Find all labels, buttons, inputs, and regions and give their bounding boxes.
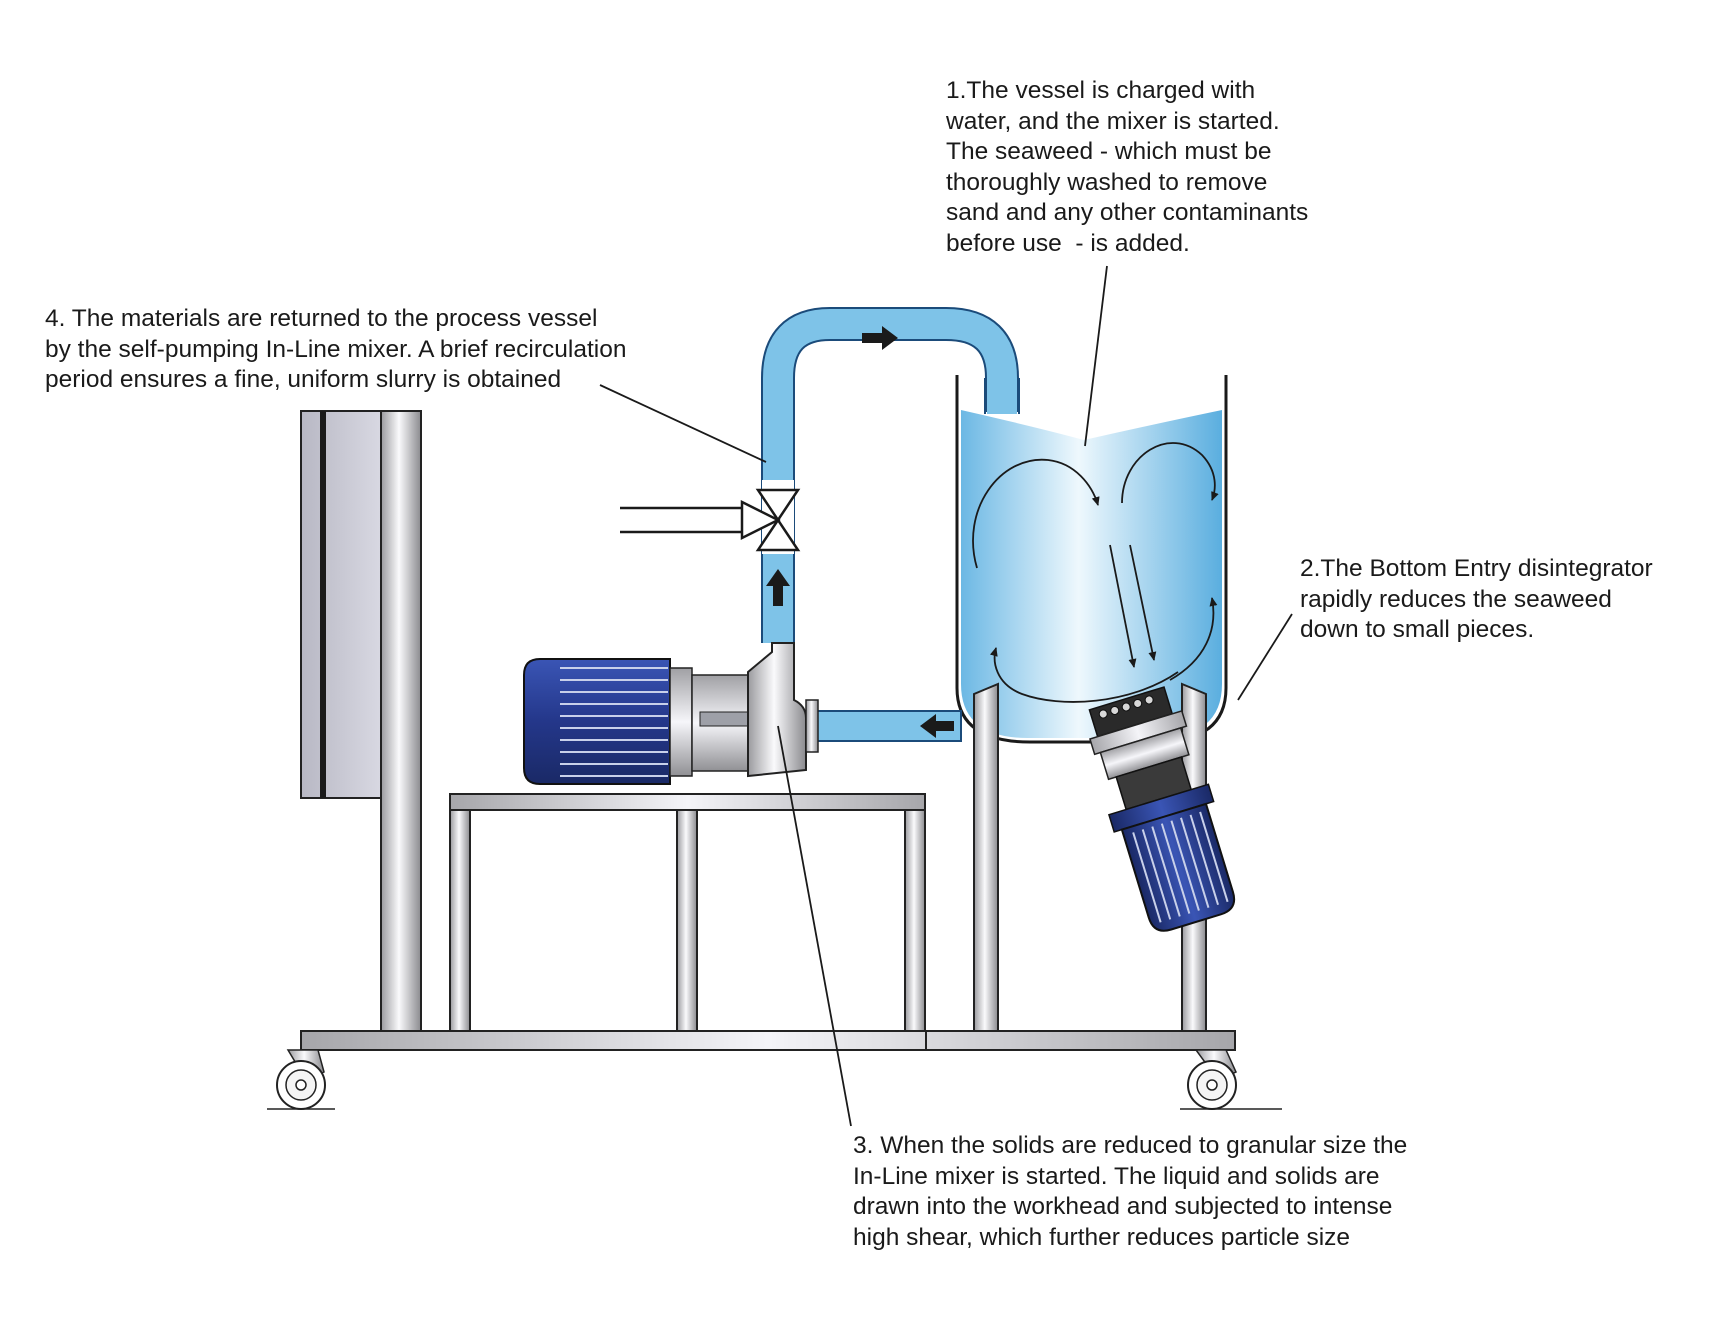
annotation-line: thoroughly washed to remove — [946, 168, 1268, 196]
annotation-line: 2.The Bottom Entry disintegrator — [1300, 555, 1653, 582]
vessel-flow-arrows — [972, 442, 1219, 703]
annotation-line: In-Line mixer is started. The liquid and… — [853, 1162, 1380, 1190]
annotation-line: high shear, which further reduces partic… — [853, 1223, 1351, 1251]
annotation-line: water, and the mixer is started. — [946, 107, 1280, 135]
vessel-inlet-pipe — [984, 378, 1020, 414]
annotation-bottom-entry-disintegrator: 2.The Bottom Entry disintegrator rapidly… — [1300, 554, 1653, 646]
mixer-table — [449, 793, 926, 1032]
annotation-line: sand and any other contaminants — [946, 199, 1309, 226]
annotation-line: 4. The materials are returned to the pro… — [45, 305, 598, 332]
annotation-line: before use - is added. — [946, 229, 1190, 257]
motor-icon — [1120, 802, 1236, 932]
flow-arrow-icon — [862, 326, 898, 350]
in-line-mixer — [523, 642, 819, 785]
flow-arrow-icon — [766, 569, 790, 606]
annotation-recirculation: 4. The materials are returned to the pro… — [45, 304, 626, 396]
bottom-entry-disintegrator — [1088, 686, 1236, 932]
valve-icon — [620, 480, 801, 554]
annotation-line: The seaweed - which must be — [946, 138, 1272, 165]
annotation-vessel-charging: 1.The vessel is charged with water, and … — [946, 76, 1308, 259]
annotation-line: 3. When the solids are reduced to granul… — [853, 1132, 1408, 1159]
motor-icon — [523, 658, 693, 785]
annotation-line: down to small pieces. — [1300, 616, 1535, 643]
annotation-inline-mixer-started: 3. When the solids are reduced to granul… — [853, 1131, 1407, 1253]
base-frame — [267, 1030, 1282, 1110]
caster-wheel-icon — [276, 1049, 326, 1110]
control-cabinet — [300, 410, 422, 1032]
recirculation-pipe — [761, 307, 1019, 643]
annotation-line: rapidly reduces the seaweed — [1300, 585, 1612, 613]
annotation-line: by the self-pumping In-Line mixer. A bri… — [45, 335, 627, 363]
annotation-line: drawn into the workhead and subjected to… — [853, 1193, 1393, 1220]
annotation-line: period ensures a fine, uniform slurry is… — [45, 366, 562, 393]
caster-wheel-icon — [1187, 1049, 1237, 1110]
annotation-line: 1.The vessel is charged with — [946, 77, 1256, 104]
leader-lines — [599, 265, 1293, 1127]
flow-arrow-icon — [920, 714, 954, 738]
